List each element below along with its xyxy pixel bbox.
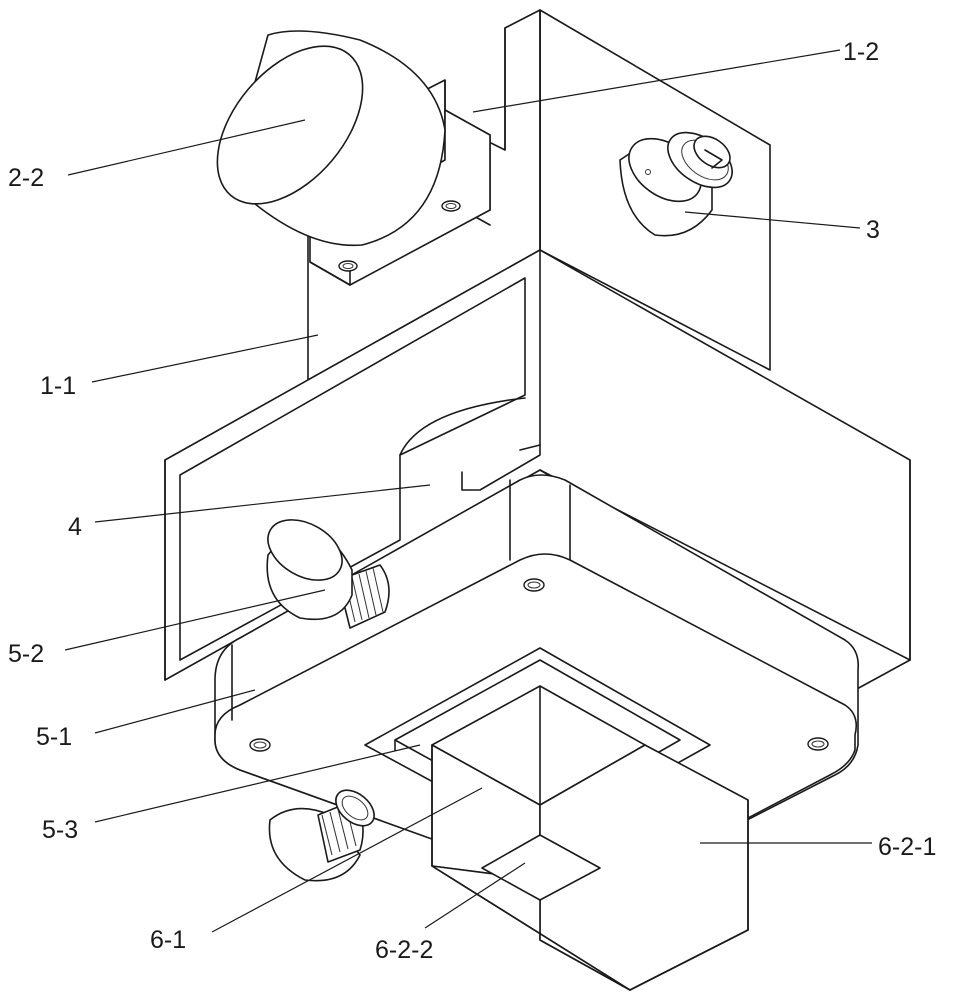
label-5-3: 5-3 <box>42 816 78 844</box>
label-2-2: 2-2 <box>8 164 44 192</box>
label-5-2: 5-2 <box>8 640 44 668</box>
leader-lines <box>64 49 872 933</box>
label-1-2: 1-2 <box>843 38 879 66</box>
adjust-knob-3 <box>619 131 733 237</box>
label-1-1: 1-1 <box>40 372 76 400</box>
sensor-block-6-2-1 <box>431 685 749 991</box>
label-6-2-1: 6-2-1 <box>878 833 936 861</box>
adjust-knob-5-2 <box>266 519 390 629</box>
motor-cylinder-2-2 <box>216 30 446 247</box>
label-6-1: 6-1 <box>150 926 186 954</box>
label-3: 3 <box>866 216 880 244</box>
label-6-2-2: 6-2-2 <box>375 936 433 964</box>
label-5-1: 5-1 <box>36 723 72 751</box>
label-4: 4 <box>68 513 82 541</box>
part-labels: 1-2 2-2 3 1-1 4 5-2 5-1 5-3 6-2-1 6-1 6-… <box>8 38 936 964</box>
adjust-knob-6-1 <box>268 789 375 882</box>
